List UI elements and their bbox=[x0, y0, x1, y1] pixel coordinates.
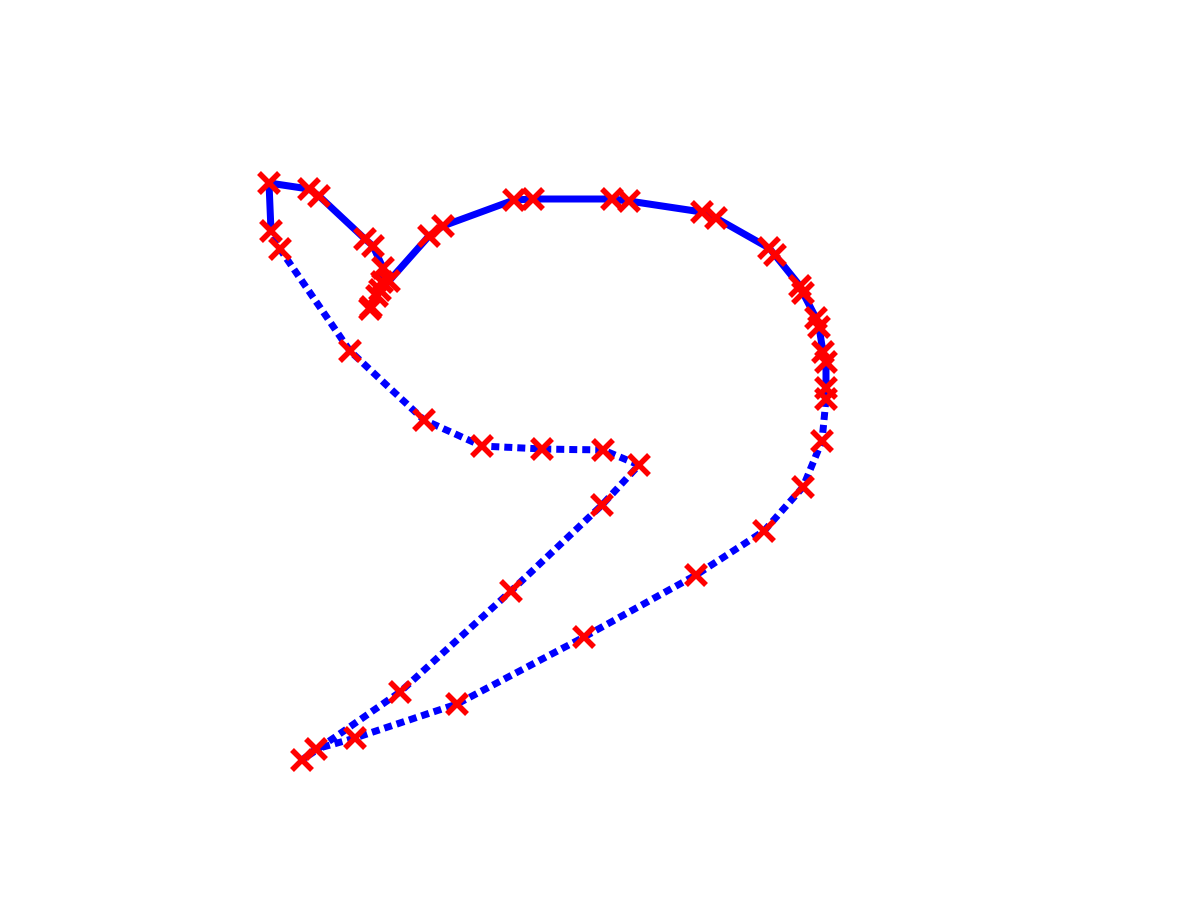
x-marker-icon bbox=[810, 429, 834, 453]
x-marker-icon bbox=[370, 270, 394, 294]
x-marker-icon bbox=[572, 625, 596, 649]
x-marker-icon bbox=[814, 350, 838, 374]
x-marker-icon bbox=[338, 339, 362, 363]
x-marker-stroke bbox=[627, 453, 651, 477]
x-marker-icon bbox=[807, 315, 831, 339]
x-marker-icon bbox=[268, 237, 292, 261]
x-marker-icon bbox=[791, 281, 815, 305]
x-marker-stroke bbox=[690, 200, 714, 224]
x-marker-stroke bbox=[412, 408, 436, 432]
x-marker-icon bbox=[521, 187, 545, 211]
x-marker-icon bbox=[791, 475, 815, 499]
x-marker-icon bbox=[412, 408, 436, 432]
x-marker-stroke bbox=[752, 519, 776, 543]
x-marker-icon bbox=[388, 680, 412, 704]
x-marker-stroke bbox=[617, 189, 641, 213]
x-marker-icon bbox=[417, 224, 441, 248]
x-marker-stroke bbox=[791, 281, 815, 305]
x-marker-stroke bbox=[445, 692, 469, 716]
x-marker-stroke bbox=[763, 243, 787, 267]
x-marker-icon bbox=[814, 387, 838, 411]
x-marker-icon bbox=[361, 234, 385, 258]
x-marker-stroke bbox=[290, 748, 314, 772]
x-marker-icon bbox=[343, 726, 367, 750]
x-marker-icon bbox=[763, 243, 787, 267]
x-marker-stroke bbox=[704, 206, 728, 230]
x-marker-icon bbox=[752, 519, 776, 543]
x-marker-stroke bbox=[259, 219, 283, 243]
x-marker-icon bbox=[470, 434, 494, 458]
x-marker-icon bbox=[499, 579, 523, 603]
x-marker-icon bbox=[358, 297, 382, 321]
x-marker-stroke bbox=[417, 224, 441, 248]
x-marker-icon bbox=[445, 692, 469, 716]
x-marker-icon bbox=[259, 219, 283, 243]
x-marker-icon bbox=[627, 453, 651, 477]
x-marker-stroke bbox=[343, 726, 367, 750]
x-marker-stroke bbox=[358, 297, 382, 321]
x-marker-icon bbox=[257, 171, 281, 195]
x-marker-icon bbox=[690, 200, 714, 224]
x-marker-stroke bbox=[814, 387, 838, 411]
x-marker-stroke bbox=[431, 214, 455, 238]
x-marker-stroke bbox=[388, 680, 412, 704]
x-marker-stroke bbox=[590, 493, 614, 517]
x-marker-stroke bbox=[810, 429, 834, 453]
x-marker-stroke bbox=[268, 237, 292, 261]
trajectory-segment-2 bbox=[267, 229, 830, 764]
x-marker-icon bbox=[684, 563, 708, 587]
x-marker-icon bbox=[307, 184, 331, 208]
x-marker-stroke bbox=[257, 171, 281, 195]
x-marker-stroke bbox=[684, 563, 708, 587]
x-marker-icon bbox=[590, 493, 614, 517]
x-marker-stroke bbox=[470, 434, 494, 458]
x-marker-stroke bbox=[499, 579, 523, 603]
x-marker-icon bbox=[365, 284, 389, 308]
x-marker-icon bbox=[290, 748, 314, 772]
x-marker-stroke bbox=[572, 625, 596, 649]
trajectory-markers bbox=[257, 171, 838, 772]
x-marker-stroke bbox=[530, 437, 554, 461]
x-marker-stroke bbox=[791, 475, 815, 499]
x-marker-stroke bbox=[591, 438, 615, 462]
x-marker-stroke bbox=[361, 234, 385, 258]
x-marker-stroke bbox=[365, 284, 389, 308]
x-marker-stroke bbox=[807, 315, 831, 339]
x-marker-icon bbox=[431, 214, 455, 238]
x-marker-stroke bbox=[804, 306, 828, 330]
x-marker-stroke bbox=[521, 187, 545, 211]
x-marker-stroke bbox=[811, 340, 835, 364]
x-marker-icon bbox=[530, 437, 554, 461]
x-marker-icon bbox=[591, 438, 615, 462]
x-marker-stroke bbox=[338, 339, 362, 363]
x-marker-icon bbox=[617, 189, 641, 213]
x-marker-stroke bbox=[788, 274, 812, 298]
x-marker-stroke bbox=[307, 184, 331, 208]
x-marker-stroke bbox=[502, 188, 526, 212]
x-marker-icon bbox=[502, 188, 526, 212]
x-marker-icon bbox=[704, 206, 728, 230]
x-marker-stroke bbox=[814, 350, 838, 374]
x-marker-stroke bbox=[370, 270, 394, 294]
